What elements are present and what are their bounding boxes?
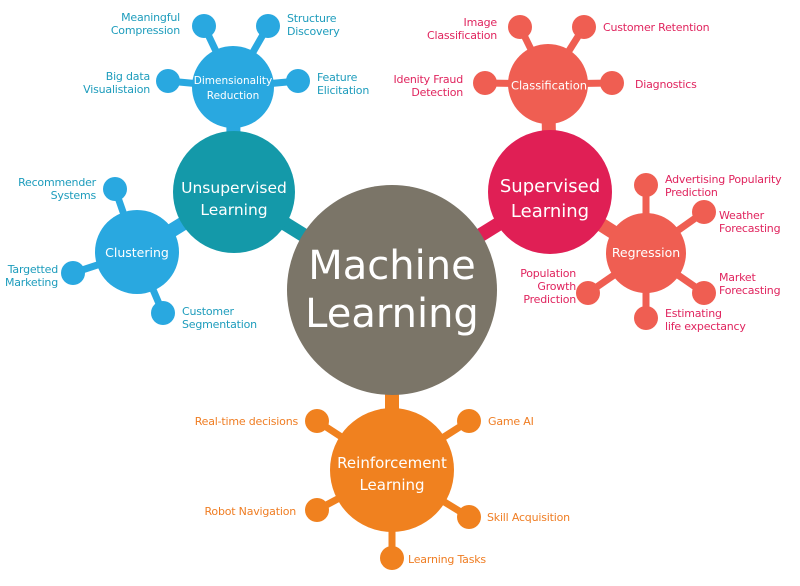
dimensionality-leaf-node-3	[286, 69, 310, 93]
leaf-targetted-marketing: Targetted Marketing	[4, 263, 58, 289]
regression-leaf-node-1	[692, 200, 716, 224]
leaf-diagnostics: Diagnostics	[635, 78, 697, 91]
leaf-recommender-systems: Recommender Systems	[18, 176, 96, 202]
leaf-feature-elicitation: Feature Elicitation	[317, 71, 370, 97]
clustering-leaf-node-0	[103, 177, 127, 201]
dimensionality-leaf-node-2	[156, 69, 180, 93]
leaf-customer-retention: Customer Retention	[603, 21, 710, 34]
classification-leaf-node-0	[508, 15, 532, 39]
classification-leaf-node-2	[473, 71, 497, 95]
regression-leaf-node-3	[634, 306, 658, 330]
center-label: Machine Learning	[305, 243, 479, 337]
leaf-game-ai: Game AI	[488, 415, 534, 428]
classification-leaf-node-1	[572, 15, 596, 39]
unsupervised-node	[173, 131, 295, 253]
clustering-leaf-node-1	[61, 261, 85, 285]
regression-leaf-node-2	[692, 281, 716, 305]
reinforcement-leaf-node-4	[380, 546, 404, 570]
dimensionality-label: Dimensionality Reduction	[193, 75, 273, 102]
leaf-structure-discovery: Structure Discovery	[287, 12, 340, 38]
clustering-leaf-node-2	[151, 301, 175, 325]
leaf-population-growth: Population Growth Prediction	[520, 267, 576, 306]
dimensionality-leaf-node-1	[256, 14, 280, 38]
center-node	[287, 185, 497, 395]
leaf-meaningful-compression: Meaningful Compression	[110, 11, 180, 37]
leaf-advertising-popularity: Advertising Popularity Prediction	[665, 173, 782, 199]
regression-label: Regression	[611, 245, 681, 260]
leaf-skill-acquisition: Skill Acquisition	[487, 511, 570, 524]
leaf-estimating-life-expectancy: Estimating life expectancy	[665, 307, 746, 333]
leaf-weather-forecasting: Weather Forecasting	[719, 209, 781, 235]
reinforcement-node	[330, 408, 454, 532]
supervised-node	[488, 130, 612, 254]
dimensionality-leaf-node-0	[192, 14, 216, 38]
leaf-robot-navigation: Robot Navigation	[204, 505, 296, 518]
nodes	[61, 14, 716, 570]
classification-leaf-node-3	[600, 71, 624, 95]
reinforcement-leaf-node-2	[305, 498, 329, 522]
reinforcement-leaf-node-0	[305, 409, 329, 433]
leaf-market-forecasting: Market Forecasting	[719, 271, 781, 297]
leaf-customer-segmentation: Customer Segmentation	[182, 305, 257, 331]
leaf-big-data-visualisation: Big data Visualistaion	[83, 70, 150, 96]
supervised-label: Supervised Learning	[499, 176, 601, 222]
reinforcement-leaf-node-3	[457, 505, 481, 529]
clustering-label: Clustering	[105, 245, 169, 260]
leaf-image-classification: Image Classification	[427, 16, 497, 42]
dimensionality-node	[192, 46, 274, 128]
regression-node	[606, 213, 686, 293]
regression-leaf-node-0	[634, 173, 658, 197]
leaf-learning-tasks: Learning Tasks	[408, 553, 486, 566]
leaf-real-time-decisions: Real-time decisions	[194, 415, 299, 428]
classification-node	[508, 44, 588, 124]
reinforcement-label: Reinforcement Learning	[337, 454, 447, 494]
unsupervised-label: Unsupervised Learning	[181, 179, 287, 219]
leaf-identity-fraud-detection: Idenity Fraud Detection	[393, 73, 464, 99]
classification-label: Classification	[510, 78, 588, 93]
clustering-node	[95, 210, 179, 294]
regression-leaf-node-4	[576, 281, 600, 305]
reinforcement-leaf-node-1	[457, 409, 481, 433]
